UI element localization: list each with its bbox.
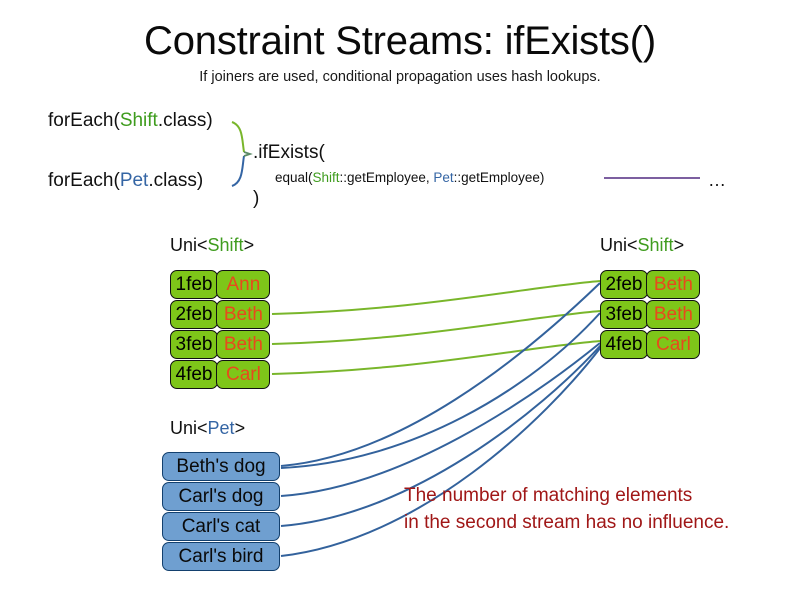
code-equal-prefix: equal( (275, 170, 313, 185)
uni-generic-type: Shift (637, 235, 674, 255)
pet-name-cell: Beth's dog (162, 452, 280, 481)
code-equal-pet-type: Pet (433, 170, 454, 185)
code-foreach-shift-suffix: .class) (157, 110, 213, 131)
stream-label-left-shift: Uni<Shift> (170, 234, 254, 256)
code-equal-joiner: equal(Shift::getEmployee, Pet::getEmploy… (275, 170, 544, 186)
code-foreach-pet-type: Pet (119, 170, 149, 191)
pet-name-cell: Carl's dog (162, 482, 280, 511)
uni-generic-type: Shift (207, 235, 244, 255)
code-foreach-pet: forEach(Pet.class) (48, 170, 203, 192)
code-ellipsis: … (708, 170, 726, 190)
table-row[interactable]: 2feb Beth (170, 300, 271, 329)
uni-prefix: Uni< (600, 235, 638, 255)
list-item[interactable]: Carl's dog (162, 482, 280, 511)
code-equal-mid: ::getEmployee, (339, 170, 434, 185)
shift-date-cell: 3feb (600, 300, 648, 329)
uni-suffix: > (243, 235, 255, 255)
uni-suffix: > (673, 235, 685, 255)
pet-name-cell: Carl's bird (162, 542, 280, 571)
brace-blue-arm (231, 155, 245, 187)
shift-employee-cell: Beth (216, 330, 271, 359)
list-item[interactable]: Beth's dog (162, 452, 280, 481)
shift-employee-cell: Beth (646, 270, 701, 299)
shift-date-cell: 2feb (170, 300, 218, 329)
wire-green-3feb (271, 310, 601, 345)
shift-employee-cell: Carl (216, 360, 271, 389)
code-equal-shift-type: Shift (312, 170, 340, 185)
brace-tip (243, 151, 253, 157)
uni-prefix: Uni< (170, 235, 208, 255)
list-item[interactable]: Carl's bird (162, 542, 280, 571)
stream-label-right-shift: Uni<Shift> (600, 234, 684, 256)
uni-generic-type: Pet (207, 418, 235, 438)
code-foreach-pet-suffix: .class) (148, 170, 204, 191)
wire-green-2feb (271, 280, 601, 315)
wire-green-4feb (271, 340, 601, 375)
code-foreach-shift: forEach(Shift.class) (48, 110, 213, 132)
table-row[interactable]: 3feb Beth (600, 300, 701, 329)
shift-date-cell: 1feb (170, 270, 218, 299)
code-close-paren: ) (253, 188, 260, 209)
code-foreach-pet-prefix: forEach( (48, 170, 120, 191)
table-row[interactable]: 3feb Beth (170, 330, 271, 359)
annotation-line-2: in the second stream has no influence. (404, 512, 730, 533)
uni-suffix: > (234, 418, 246, 438)
code-if-exists: .ifExists( (253, 142, 325, 163)
stream-label-pet: Uni<Pet> (170, 417, 245, 439)
shift-date-cell: 4feb (600, 330, 648, 359)
code-foreach-shift-type: Shift (119, 110, 158, 131)
shift-employee-cell: Beth (216, 300, 271, 329)
list-item[interactable]: Carl's cat (162, 512, 280, 541)
annotation-line-1: The number of matching elements (404, 485, 693, 506)
code-foreach-shift-prefix: forEach( (48, 110, 120, 131)
code-equal-suffix: ::getEmployee) (453, 170, 545, 185)
table-row[interactable]: 1feb Ann (170, 270, 271, 299)
table-row[interactable]: 4feb Carl (600, 330, 701, 359)
pet-name-cell: Carl's cat (162, 512, 280, 541)
uni-prefix: Uni< (170, 418, 208, 438)
annotation-note: The number of matching elements in the s… (404, 482, 784, 536)
brace-green-arm (231, 121, 245, 153)
wire-blue-bethsdog-2feb (280, 282, 601, 467)
shift-employee-cell: Ann (216, 270, 271, 299)
shift-date-cell: 3feb (170, 330, 218, 359)
wire-blue-carlsdog-4feb (280, 342, 601, 497)
shift-employee-cell: Carl (646, 330, 701, 359)
shift-date-cell: 2feb (600, 270, 648, 299)
page-subtitle: If joiners are used, conditional propaga… (199, 69, 601, 85)
shift-employee-cell: Beth (646, 300, 701, 329)
page-title: Constraint Streams: ifExists() (144, 19, 656, 63)
table-row[interactable]: 4feb Carl (170, 360, 271, 389)
shift-date-cell: 4feb (170, 360, 218, 389)
wire-blue-bethsdog-3feb (280, 312, 601, 469)
table-row[interactable]: 2feb Beth (600, 270, 701, 299)
